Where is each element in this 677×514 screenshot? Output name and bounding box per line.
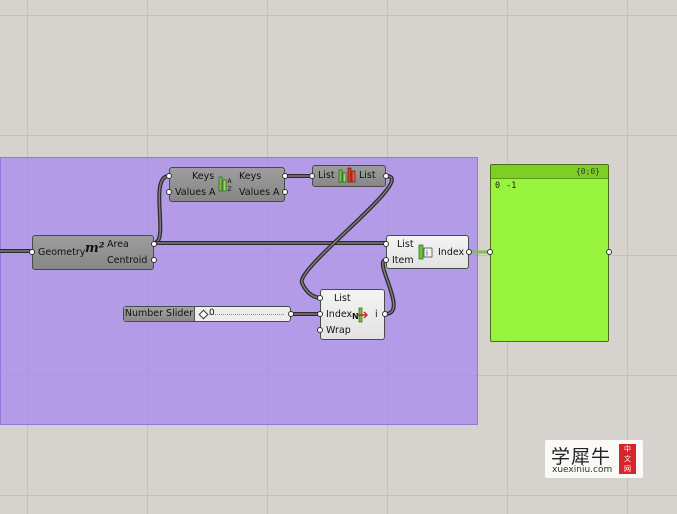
panel-row-value: -1	[506, 181, 517, 191]
area-icon: m²	[85, 241, 105, 256]
watermark-logo: 学犀牛 xuexiniu.com 中 文 网	[545, 440, 643, 478]
panel-input-port[interactable]	[487, 249, 493, 255]
reverse-list-output-label: List	[359, 170, 376, 181]
values-a-output-port[interactable]	[282, 189, 288, 195]
watermark-tag-1: 中	[624, 445, 631, 453]
watermark-tag: 中 文 网	[619, 444, 636, 474]
reverse-list-input-port[interactable]	[309, 173, 315, 179]
list-index-icon: i	[418, 244, 434, 263]
geometry-input-port[interactable]	[29, 249, 35, 255]
values-a-input-port[interactable]	[166, 189, 172, 195]
list-item-component[interactable]: List Index Wrap N i	[317, 289, 388, 340]
reverse-list-output-port[interactable]	[383, 173, 389, 179]
index-output-label: Index	[438, 247, 465, 258]
list-item-icon: N	[352, 307, 370, 326]
svg-text:N: N	[352, 312, 359, 321]
watermark-chinese: 学犀牛	[551, 446, 612, 468]
slider-name-label: Number Slider	[124, 307, 195, 321]
keys-output-port[interactable]	[282, 173, 288, 179]
area-output-label: Area	[107, 239, 129, 250]
centroid-output-label: Centroid	[107, 255, 148, 266]
item-index-input-port[interactable]	[317, 311, 323, 317]
sort-list-component[interactable]: Keys Values A A Z Keys Values A	[166, 167, 288, 202]
svg-text:Z: Z	[228, 186, 232, 193]
slider-output-port[interactable]	[288, 311, 294, 317]
list-index-component[interactable]: List Item i Index	[383, 235, 472, 269]
number-slider[interactable]: Number Slider 0	[123, 306, 294, 322]
panel-output-port[interactable]	[606, 249, 612, 255]
svg-text:i: i	[426, 250, 428, 258]
reverse-list-component[interactable]: List List	[309, 165, 389, 188]
reverse-list-icon	[338, 167, 356, 188]
watermark-tag-3: 网	[624, 465, 631, 473]
index-item-input-port[interactable]	[383, 257, 389, 263]
keys-output-label: Keys	[239, 171, 262, 182]
sort-list-icon: A Z	[218, 175, 236, 196]
geometry-input-label: Geometry	[38, 247, 86, 258]
slider-track[interactable]	[200, 314, 284, 315]
area-output-port[interactable]	[151, 241, 157, 247]
watermark-site: xuexiniu.com	[552, 465, 613, 475]
index-item-input-label: Item	[392, 255, 414, 266]
watermark-tag-2: 文	[624, 455, 631, 463]
item-output-port[interactable]	[382, 311, 388, 317]
item-index-input-label: Index	[326, 309, 353, 320]
slider-grip[interactable]	[198, 309, 209, 320]
panel-row: 0 -1	[495, 181, 516, 191]
values-a-input-label: Values A	[175, 187, 216, 198]
values-a-output-label: Values A	[239, 187, 280, 198]
keys-input-port[interactable]	[166, 173, 172, 179]
svg-text:A: A	[228, 178, 233, 185]
slider-value: 0	[209, 308, 215, 318]
keys-input-label: Keys	[192, 171, 215, 182]
item-list-input-label: List	[334, 293, 351, 304]
index-list-input-port[interactable]	[383, 241, 389, 247]
centroid-output-port[interactable]	[151, 257, 157, 263]
index-list-input-label: List	[397, 239, 414, 250]
reverse-list-input-label: List	[318, 170, 335, 181]
output-panel[interactable]: {0;0} 0 -1	[487, 164, 612, 342]
item-output-label: i	[375, 309, 378, 320]
index-output-port[interactable]	[466, 249, 472, 255]
item-list-input-port[interactable]	[317, 295, 323, 301]
panel-path-header: {0;0}	[491, 165, 608, 179]
panel-row-index: 0	[495, 181, 501, 191]
item-wrap-input-label: Wrap	[326, 325, 351, 336]
item-wrap-input-port[interactable]	[317, 327, 323, 333]
area-component[interactable]: Geometry m² Area Centroid	[29, 235, 157, 270]
